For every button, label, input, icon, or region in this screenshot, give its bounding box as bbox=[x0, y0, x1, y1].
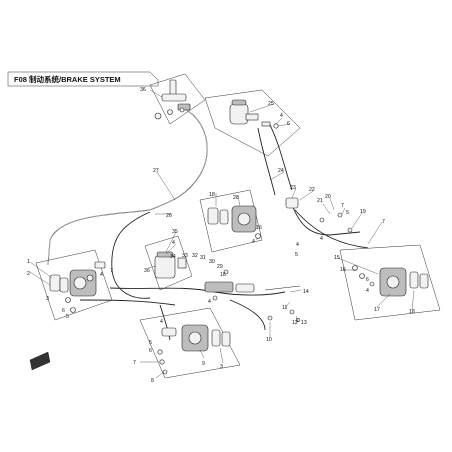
callout-6-left: 6 bbox=[62, 308, 65, 314]
callout-31: 31 bbox=[200, 255, 206, 261]
callout-18-right: 18 bbox=[409, 309, 415, 315]
callout-21: 21 bbox=[317, 198, 323, 204]
rear-master-cylinder bbox=[204, 89, 301, 157]
callout-33: 33 bbox=[182, 253, 188, 259]
leader-lines bbox=[29, 89, 415, 379]
callout-26: 26 bbox=[166, 213, 172, 219]
callout-4-mid2: 4 bbox=[320, 236, 323, 242]
callout-9: 9 bbox=[202, 361, 205, 367]
callout-7-left: 7 bbox=[110, 268, 113, 274]
callout-30: 30 bbox=[209, 259, 215, 265]
callout-7-right: 7 bbox=[341, 203, 344, 209]
callout-12: 12 bbox=[292, 320, 298, 326]
callout-7-far-right: 7 bbox=[382, 219, 385, 225]
callout-16-junction: 16 bbox=[220, 272, 226, 278]
callout-17: 17 bbox=[374, 307, 380, 313]
callout-13: 13 bbox=[301, 320, 307, 326]
callout-3-left: 3 bbox=[46, 296, 49, 302]
title-box: F08 制动系统/BRAKE SYSTEM bbox=[7, 71, 159, 87]
callout-35: 35 bbox=[172, 229, 178, 235]
direction-arrow-icon bbox=[29, 351, 51, 371]
callout-19-top: 19 bbox=[360, 209, 366, 215]
callout-23: 23 bbox=[290, 185, 296, 191]
callout-4-top: 4 bbox=[280, 113, 283, 119]
callout-29: 29 bbox=[217, 264, 223, 270]
misc-fittings bbox=[264, 197, 353, 323]
center-reservoir bbox=[144, 235, 193, 291]
callout-16-center: 16 bbox=[256, 225, 262, 231]
callout-6-right: 6 bbox=[366, 277, 369, 283]
callout-6-top: 6 bbox=[287, 121, 290, 127]
center-junction bbox=[204, 269, 255, 301]
callout-36-top: 36 bbox=[140, 87, 146, 93]
brake-lever-assembly bbox=[149, 73, 206, 125]
callout-16-right: 16 bbox=[340, 267, 346, 273]
callout-4-mid: 4 bbox=[296, 242, 299, 248]
callout-labels: 36 25 4 6 27 24 23 22 21 20 7 5 19 7 18 … bbox=[27, 87, 415, 384]
callout-8: 8 bbox=[151, 378, 154, 384]
callout-11: 11 bbox=[282, 305, 287, 311]
callout-5-lower: 5 bbox=[149, 340, 152, 346]
callout-32: 32 bbox=[192, 253, 198, 259]
upper-center-caliper bbox=[199, 189, 263, 253]
callout-1: 1 bbox=[27, 259, 30, 265]
callout-7-lower: 7 bbox=[133, 360, 136, 366]
callout-28: 28 bbox=[233, 195, 239, 201]
callout-15: 15 bbox=[334, 255, 340, 261]
callout-4-reservoir: 4 bbox=[172, 240, 175, 246]
page-title: F08 制动系统/BRAKE SYSTEM bbox=[14, 74, 121, 84]
callout-4-junction: 4 bbox=[208, 299, 211, 305]
callout-20: 20 bbox=[325, 194, 331, 200]
callout-2: 2 bbox=[27, 271, 30, 277]
callout-18-center: 18 bbox=[209, 192, 215, 198]
callout-4-right: 4 bbox=[366, 288, 369, 294]
callout-27: 27 bbox=[153, 168, 159, 174]
callout-5-left: 5 bbox=[66, 314, 69, 320]
callout-5-right: 5 bbox=[346, 210, 349, 216]
rear-right-caliper bbox=[339, 244, 441, 321]
callout-10: 10 bbox=[266, 337, 272, 343]
callout-25: 25 bbox=[268, 101, 274, 107]
callout-5-mid: 5 bbox=[295, 252, 298, 258]
callout-36-center: 36 bbox=[144, 268, 150, 274]
callout-34: 34 bbox=[170, 254, 176, 260]
callout-4-center: 4 bbox=[252, 239, 255, 245]
lower-center-caliper bbox=[139, 307, 241, 379]
callout-24: 24 bbox=[278, 168, 284, 174]
callout-14: 14 bbox=[303, 289, 309, 295]
callout-3-lower: 3 bbox=[220, 364, 223, 370]
callout-4-left: 4 bbox=[100, 272, 103, 278]
brake-hoses bbox=[47, 109, 369, 341]
callout-6-lower: 6 bbox=[149, 348, 152, 354]
left-front-caliper bbox=[35, 249, 113, 321]
callout-4-lower: 4 bbox=[160, 319, 163, 325]
callout-22: 22 bbox=[309, 187, 315, 193]
